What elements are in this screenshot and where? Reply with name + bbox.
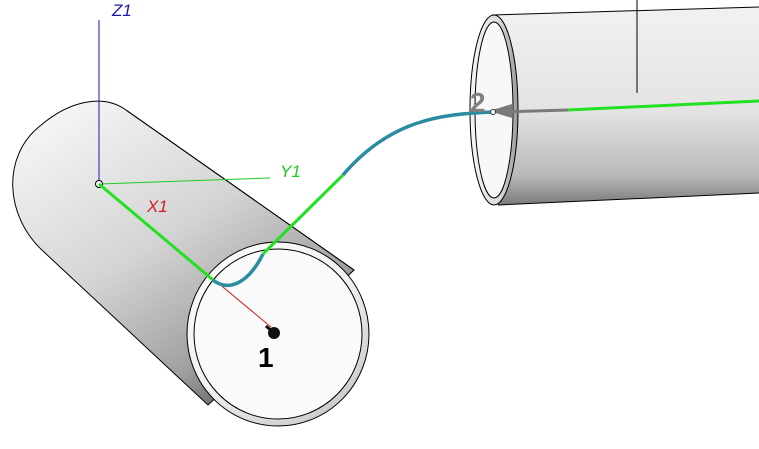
connection-point-marker-icon[interactable] xyxy=(268,327,280,339)
end-point-label: 2 xyxy=(470,87,486,118)
start-point-label: 1 xyxy=(258,342,274,373)
z-axis-label: Z1 xyxy=(111,1,132,20)
end-connection-point[interactable] xyxy=(490,109,496,115)
arrow-marker-icon[interactable] xyxy=(489,104,512,118)
start-pipe[interactable] xyxy=(12,100,370,427)
route-bend-2[interactable] xyxy=(341,110,494,177)
route-segment-2[interactable] xyxy=(261,173,345,256)
route-bend-1[interactable] xyxy=(211,253,265,288)
end-point[interactable]: 2 xyxy=(470,87,512,118)
y-axis xyxy=(98,177,271,185)
x-axis-label: X1 xyxy=(146,197,168,216)
pipe-route[interactable] xyxy=(98,99,759,288)
start-point[interactable]: 1 xyxy=(258,324,280,373)
route-segment-1[interactable] xyxy=(98,182,214,282)
y-axis-label: Y1 xyxy=(280,162,301,181)
route-segment-3[interactable] xyxy=(567,99,759,112)
